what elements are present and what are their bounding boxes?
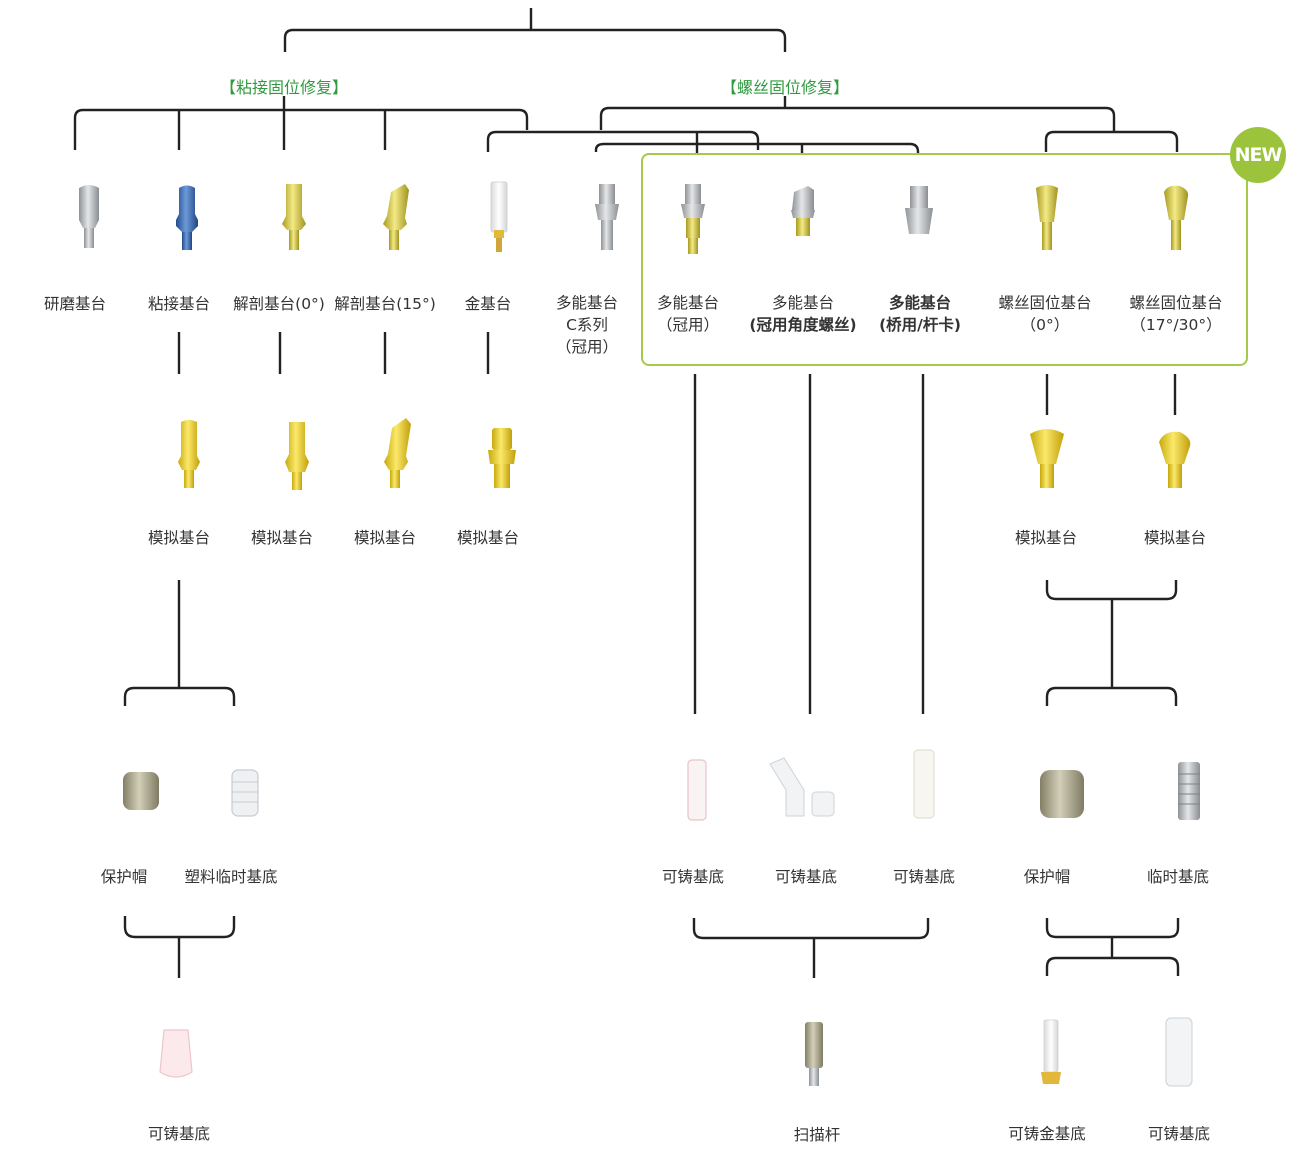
analog-screw-17-image (1159, 431, 1191, 488)
label-analog-cement: 模拟基台 (147, 529, 211, 547)
label-grinding-abutment: 研磨基台 (43, 295, 107, 313)
root-bracket (283, 28, 787, 52)
label-screw-17: 螺丝固位基台（17°/30°） (1129, 294, 1223, 334)
label-scan-body: 扫描杆 (793, 1126, 841, 1144)
cement-bracket (73, 108, 529, 150)
label-anatomic-15: 解剖基台(15°) (334, 295, 436, 313)
label-multi-angled: 多能基台(冠用角度螺丝) (749, 294, 857, 334)
grinding-abutment-image (79, 185, 99, 248)
label-anatomic-0: 解剖基台(0°) (233, 295, 325, 313)
screw-abutment-17-image (1164, 185, 1189, 250)
multi-abutment-bridge-image (905, 186, 933, 234)
multi-abutment-c-image (595, 184, 619, 250)
label-multi-bridge: 多能基台(桥用/杆卡) (879, 294, 961, 334)
castable-cement-image (159, 1029, 193, 1078)
protect-cap-screw-image (1040, 770, 1084, 818)
castable-screw-image (1165, 1017, 1193, 1087)
anatomic-abutment-0-image (282, 184, 306, 250)
anatomic-abutment-15-image (383, 184, 409, 250)
label-analog-screw-0: 模拟基台 (1014, 529, 1078, 547)
plastic-temp-base-image (231, 769, 259, 817)
label-plastic-temp-base: 塑料临时基底 (184, 868, 278, 886)
analog-gold-image (488, 428, 516, 488)
label-castable-multi-angled: 可铸基底 (774, 868, 838, 886)
analog-anatomic-15-image (384, 418, 411, 488)
label-temp-base: 临时基底 (1146, 868, 1210, 886)
analog-anatomic-0-image (285, 422, 309, 490)
screw-bracket (599, 106, 1116, 132)
label-protect-cap-cement: 保护帽 (100, 868, 148, 886)
label-analog-screw-17: 模拟基台 (1143, 529, 1207, 547)
cement-abutment-image (176, 185, 198, 250)
label-castable-multi-crown: 可铸基底 (661, 868, 725, 886)
castable-multi-angled-image (769, 757, 835, 817)
screw-abutment-0-image (1036, 185, 1058, 250)
label-analog-gold: 模拟基台 (456, 529, 520, 547)
cast-gold-base-image (1041, 1019, 1061, 1084)
multi-abutment-angled-image (791, 186, 815, 236)
label-castable-cement: 可铸基底 (147, 1125, 211, 1143)
label-cement-abutment: 粘接基台 (147, 295, 211, 313)
label-protect-cap-screw: 保护帽 (1023, 868, 1071, 886)
category-cement-retained: 【粘接固位修复】 (219, 78, 349, 97)
label-castable-screw: 可铸基底 (1147, 1125, 1211, 1143)
label-analog-anatomic-15: 模拟基台 (353, 529, 417, 547)
scan-body-image (805, 1022, 823, 1086)
protect-cap-cement-image (123, 772, 159, 810)
castable-multi-bridge-image (913, 749, 935, 819)
analog-screw-0-image (1030, 429, 1064, 488)
temp-base-image (1178, 762, 1200, 820)
new-badge: NEW (1230, 127, 1286, 183)
label-cast-gold-base: 可铸金基底 (1008, 1125, 1086, 1143)
multi-abutment-crown-image (681, 184, 705, 254)
analog-cement-image (178, 420, 200, 488)
label-gold-abutment: 金基台 (464, 295, 512, 313)
castable-multi-crown-image (687, 759, 707, 821)
label-multi-crown: 多能基台（冠用） (656, 294, 720, 334)
category-screw-retained: 【螺丝固位修复】 (720, 78, 850, 97)
label-analog-anatomic-0: 模拟基台 (250, 529, 314, 547)
label-castable-multi-bridge: 可铸基底 (892, 868, 956, 886)
gold-abutment-image (490, 181, 508, 252)
label-screw-0: 螺丝固位基台（0°） (998, 294, 1092, 334)
new-products-frame (641, 153, 1248, 366)
